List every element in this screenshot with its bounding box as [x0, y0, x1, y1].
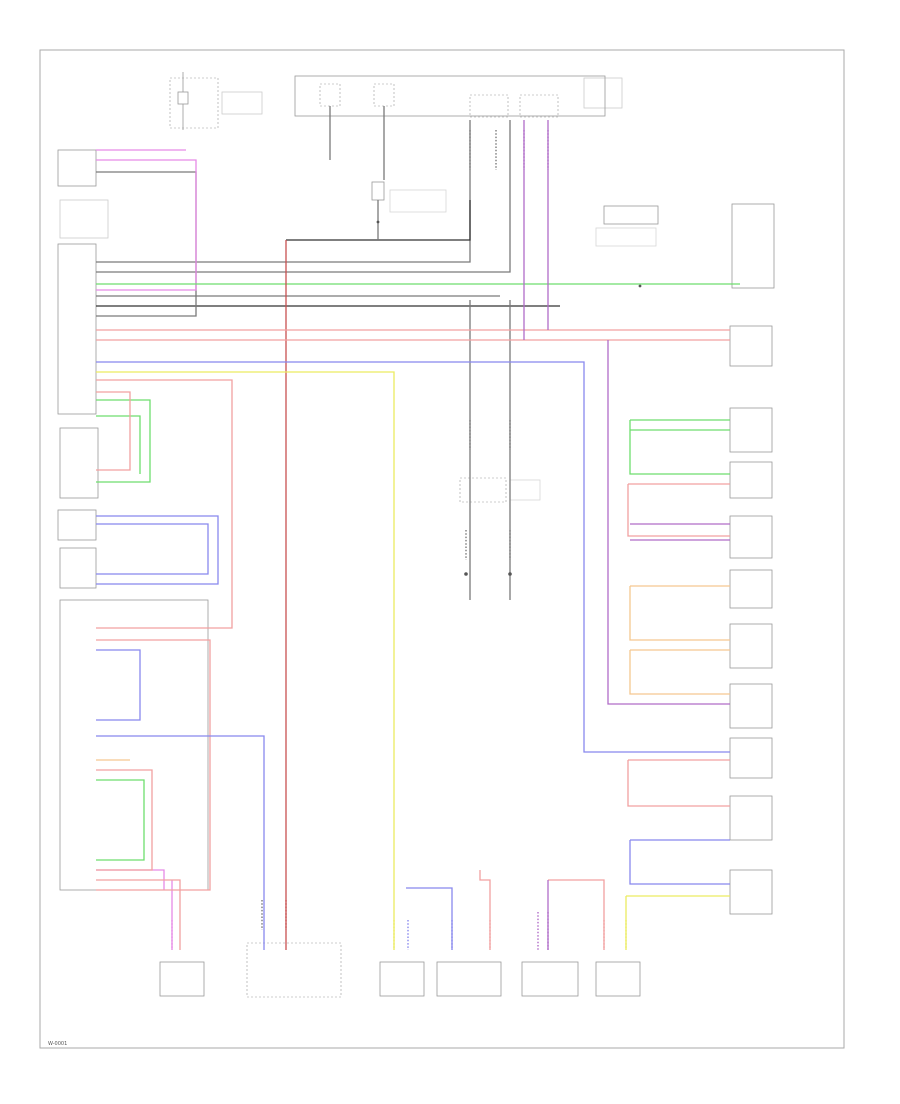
- left-module-main: [57, 243, 97, 415]
- diagram-code: W-0001: [48, 1041, 67, 1047]
- left-module-switch: [57, 509, 97, 589]
- left-module-airbag: [59, 427, 99, 499]
- relay-box-top: [294, 75, 623, 118]
- wire-layer: [96, 106, 740, 950]
- diagram-frame: [39, 49, 845, 1049]
- bottom-components: [159, 942, 641, 998]
- relay-mid: [371, 181, 447, 213]
- ground-pins: [376, 220, 642, 576]
- left-module-top: [57, 149, 109, 239]
- left-module-sensor: [59, 599, 209, 891]
- relay-upper-right: [595, 203, 775, 289]
- center-sensor: [459, 477, 541, 503]
- connector-stubs: [171, 130, 627, 950]
- fuse-block-left: [169, 72, 263, 130]
- right-components: [729, 325, 773, 915]
